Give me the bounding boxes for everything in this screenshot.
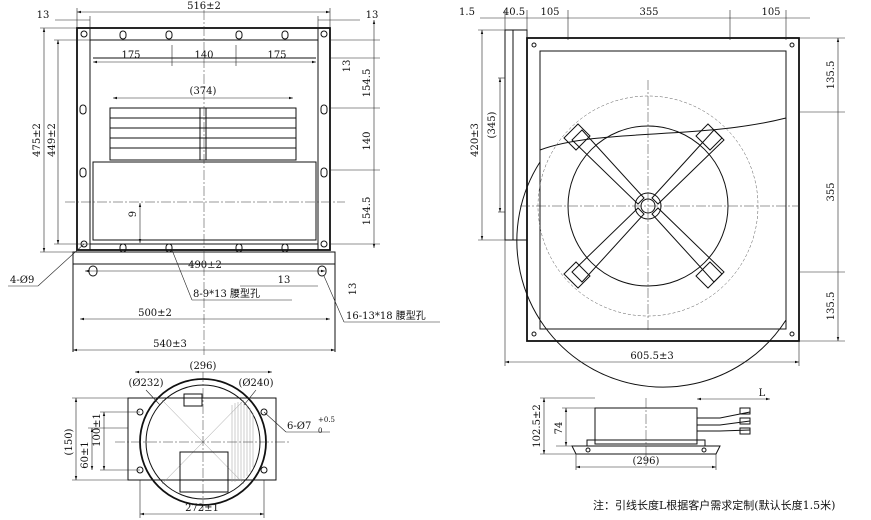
dim-296-bottom: (296) bbox=[190, 361, 217, 372]
dim-420: 420±3 bbox=[470, 123, 481, 157]
dim-272: 272±1 bbox=[185, 503, 219, 514]
dim-102: 102.5±2 bbox=[532, 404, 543, 447]
side-body-inner bbox=[539, 50, 787, 330]
label-16-slots: 16-13*18 腰型孔 bbox=[346, 309, 426, 322]
front-view: 516±2 13 13 175 140 175 (374) 475±2 449±… bbox=[8, 1, 440, 355]
holes-tol-upper: +0.5 bbox=[318, 416, 335, 424]
side-view: 1.5 40.5 105 355 105 420±3 (345) 135.5 3… bbox=[459, 7, 845, 388]
label-8-slots: 8-9*13 腰型孔 bbox=[193, 287, 260, 300]
dim-540: 540±3 bbox=[153, 339, 187, 350]
dim-175-left: 175 bbox=[121, 50, 140, 61]
motor-arms bbox=[563, 123, 725, 289]
dim-13-left: 13 bbox=[37, 10, 50, 21]
bottom-fins bbox=[231, 402, 254, 482]
dim-605: 605.5±3 bbox=[630, 351, 673, 362]
dim-475: 475±2 bbox=[32, 123, 43, 157]
front-right-rail bbox=[317, 27, 331, 251]
side-body-outer bbox=[526, 37, 800, 342]
front-flange-outer bbox=[76, 27, 331, 251]
holes-tol-lower: 0 bbox=[318, 427, 322, 435]
dim-105-right: 105 bbox=[761, 7, 780, 18]
dim-500: 500±2 bbox=[138, 308, 172, 319]
dim-13-right: 13 bbox=[366, 10, 379, 21]
dim-449: 449±2 bbox=[47, 123, 58, 157]
hole-top-right bbox=[320, 30, 328, 38]
dim-r13-bottom: 13 bbox=[348, 283, 359, 296]
bottom-view: (296) (Ø232) (Ø240) (150) 100±1 60±1 272… bbox=[64, 361, 335, 518]
side-flange bbox=[504, 29, 528, 241]
dim-r13-top: 13 bbox=[342, 60, 353, 73]
dim-74: 74 bbox=[554, 422, 565, 435]
dim-175-right: 175 bbox=[267, 50, 286, 61]
label-4-holes: 4-Ø9 bbox=[10, 275, 34, 286]
dim-13-bottom: 13 bbox=[278, 275, 291, 286]
front-left-rail bbox=[76, 27, 91, 251]
hole-top-left bbox=[80, 30, 88, 38]
holes-label: 6-Ø7 bbox=[287, 421, 311, 432]
dim-140: 140 bbox=[194, 50, 213, 61]
dim-40-5: 40.5 bbox=[503, 7, 525, 18]
dim-240: (Ø240) bbox=[238, 378, 273, 389]
dim-374: (374) bbox=[190, 86, 217, 97]
dim-r140: 140 bbox=[362, 131, 373, 150]
length-note: 注：引线长度L根据客户需求定制(默认长度1.5米) bbox=[593, 498, 835, 512]
fan-outlet bbox=[109, 107, 297, 161]
dim-r154-top: 154.5 bbox=[362, 69, 373, 98]
dim-232: (Ø232) bbox=[128, 378, 163, 389]
dim-r154-bottom: 154.5 bbox=[362, 197, 373, 226]
dim-355-right: 355 bbox=[826, 182, 837, 201]
dim-100: 100±1 bbox=[92, 413, 103, 447]
scroll-housing bbox=[92, 161, 317, 241]
dim-150: (150) bbox=[64, 428, 75, 455]
dim-9: 9 bbox=[128, 211, 139, 217]
dim-490: 490±2 bbox=[188, 260, 222, 271]
dim-135-bottom: 135.5 bbox=[826, 292, 837, 321]
dim-296-controller: (296) bbox=[633, 456, 660, 467]
hole-bottom-right bbox=[320, 240, 328, 248]
dim-345: (345) bbox=[487, 111, 498, 138]
dim-355-top: 355 bbox=[639, 7, 658, 18]
dim-105-left: 105 bbox=[540, 7, 559, 18]
dim-L: L bbox=[759, 388, 766, 399]
dim-516: 516±2 bbox=[187, 1, 221, 12]
dim-60: 60±1 bbox=[80, 441, 91, 468]
controller-view: L 74 102.5±2 (296) bbox=[532, 388, 770, 470]
top-block bbox=[183, 393, 203, 407]
dim-1-5: 1.5 bbox=[459, 7, 475, 18]
dim-135-top: 135.5 bbox=[826, 61, 837, 90]
terminal-block bbox=[179, 451, 229, 493]
